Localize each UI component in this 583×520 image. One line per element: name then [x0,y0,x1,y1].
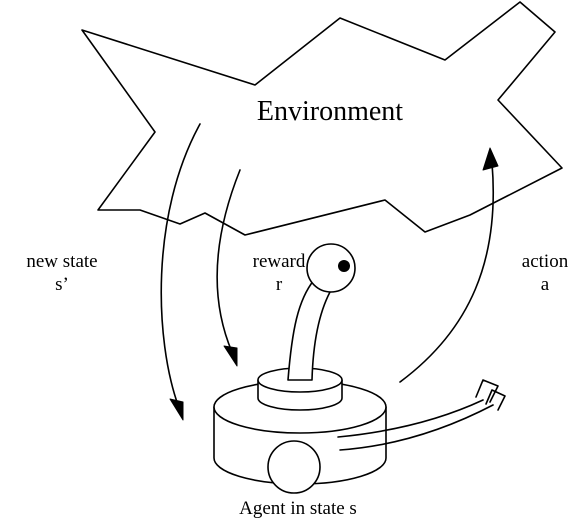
agent-robot-icon [213,243,506,494]
svg-text:reward: reward [253,251,306,272]
svg-text:s’: s’ [55,274,69,295]
environment-label: Environment [257,96,403,127]
agent-caption: Agent in state s [239,498,357,519]
reward-label: reward r [253,251,306,295]
svg-text:new state: new state [26,251,97,272]
reward-arrow [216,169,241,367]
action-label: action a [522,251,569,295]
action-arrow [399,147,499,383]
new-state-label: new state s’ [26,251,97,295]
svg-text:r: r [276,274,283,295]
new-state-arrow [160,123,201,421]
svg-text:action: action [522,251,569,272]
environment-outline [81,1,563,236]
svg-text:a: a [541,274,550,295]
